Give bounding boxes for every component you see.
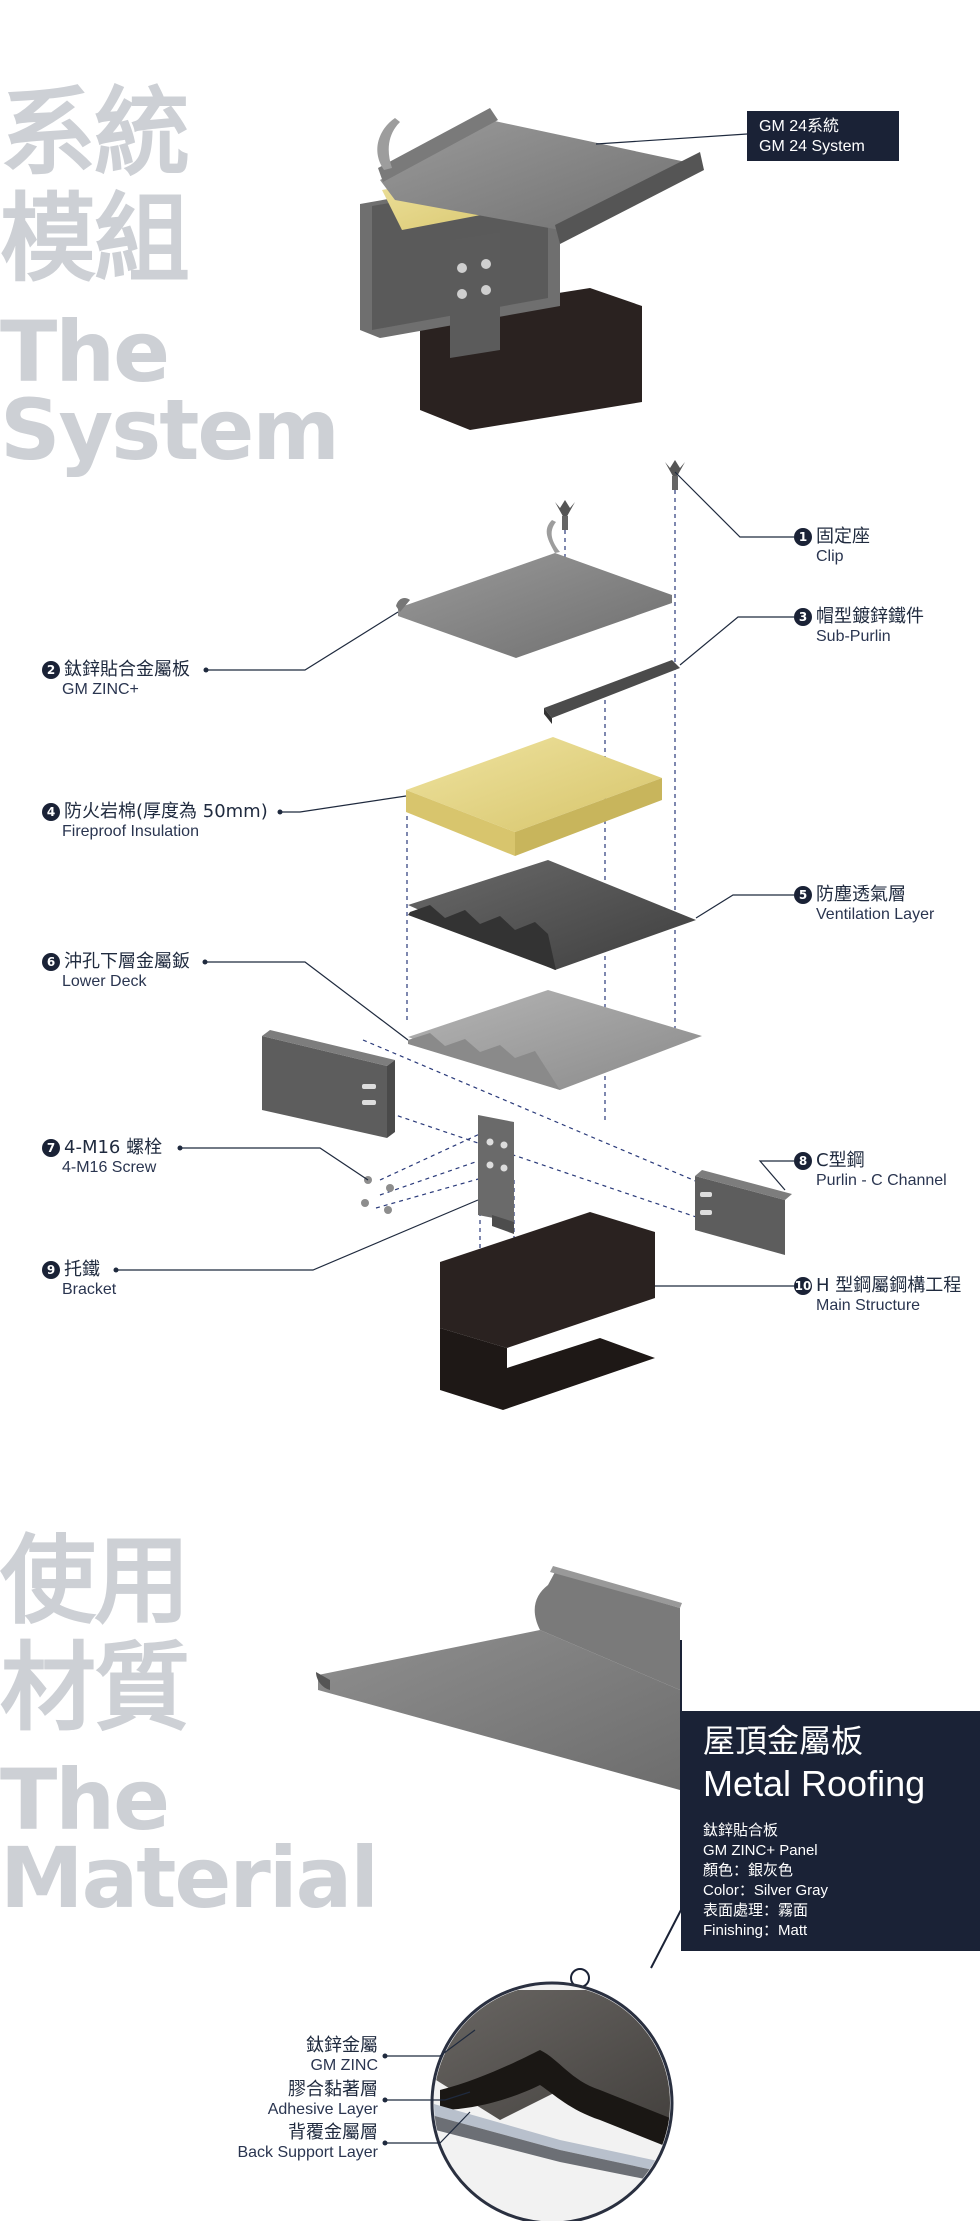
gm-tag-line-2: GM 24 System	[759, 138, 865, 155]
num-badge: 1	[794, 528, 812, 546]
layer-label-zinc: 鈦鋅金屬 GM ZINC	[306, 2035, 378, 2075]
material-info-panel: 屋頂金屬板 Metal Roofing 鈦鋅貼合板 GM ZINC+ Panel…	[681, 1711, 980, 1951]
roof-panel-top	[380, 120, 700, 240]
panel-spec-list: 鈦鋅貼合板 GM ZINC+ Panel 顏色：銀灰色 Color：Silver…	[703, 1821, 828, 1941]
layer-zoom-circle	[430, 1981, 674, 2221]
system-title-cn-2: 模組	[0, 183, 190, 295]
gm-tag-line-1: GM 24系統	[759, 118, 840, 135]
spec-line: Color：Silver Gray	[703, 1882, 829, 1899]
system-title-en-1: The	[0, 303, 170, 401]
spec-line: 表面處理：霧面	[703, 1902, 809, 1919]
lower-deck	[408, 990, 702, 1090]
leader-dots	[113, 667, 283, 1273]
gm-system-tag: GM 24系統 GM 24 System	[747, 111, 899, 161]
c-channel-left	[262, 1030, 395, 1138]
ventilation-layer	[408, 860, 696, 970]
sub-purlin	[544, 660, 680, 718]
panel-title-en: Metal Roofing	[703, 1763, 926, 1804]
layer-label-adhesive: 膠合黏著層 Adhesive Layer	[267, 2079, 378, 2119]
material-title-cn-2: 材質	[0, 1632, 190, 1744]
system-title-en-2: System	[0, 381, 340, 479]
clip-parts	[555, 460, 685, 530]
spec-line: GM ZINC+ Panel	[703, 1842, 818, 1859]
spec-line: 鈦鋅貼合板	[703, 1822, 779, 1839]
layer-leaders	[385, 2029, 476, 2144]
c-channel-right	[695, 1170, 792, 1255]
system-title-cn-1: 系統	[0, 77, 190, 189]
leader-lines	[116, 471, 794, 1287]
layer-label-back-support: 背覆金屬層 Back Support Layer	[237, 2122, 378, 2162]
material-roof-panel	[316, 1566, 682, 1790]
spec-line: Finishing：Matt	[703, 1922, 808, 1939]
material-title-en-2: Material	[0, 1829, 379, 1927]
material-title-cn-1: 使用	[0, 1525, 190, 1637]
screws	[361, 1176, 394, 1214]
assembled-view	[360, 108, 704, 430]
material-title-en-1: The	[0, 1751, 170, 1849]
bracket	[478, 1115, 514, 1234]
panel-title-cn: 屋頂金屬板	[703, 1722, 864, 1760]
h-beam	[440, 1212, 655, 1410]
spec-line: 顏色：銀灰色	[703, 1862, 794, 1879]
zinc-panel	[396, 520, 672, 658]
insulation-board	[406, 737, 662, 856]
